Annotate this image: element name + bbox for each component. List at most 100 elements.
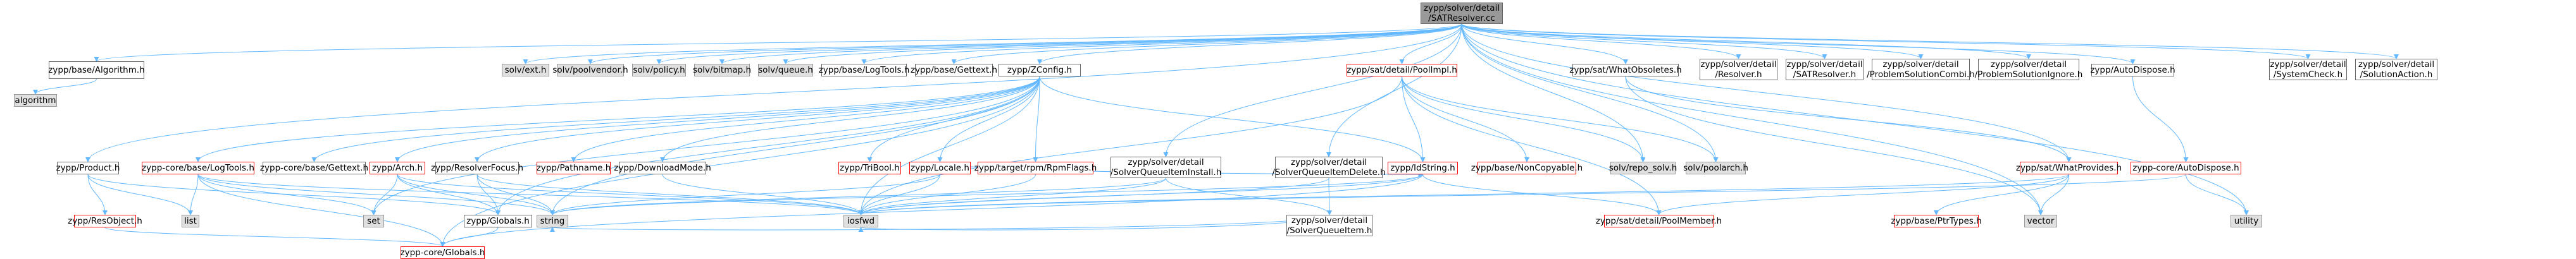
node-label: solv/ext.h xyxy=(504,65,547,75)
node-label: solv/poolarch.h xyxy=(1683,163,1748,173)
node-label: zypp/IdString.h xyxy=(1390,163,1455,173)
include-node-utility[interactable]: utility xyxy=(2231,215,2262,227)
include-node-core-logtools[interactable]: zypp-core/base/LogTools.h xyxy=(142,162,254,174)
include-node-iosfwd[interactable]: iosfwd xyxy=(843,215,878,227)
edge-root-to-gettext_base xyxy=(951,23,1462,64)
node-label: zypp/sat/detail/PoolMember.h xyxy=(1595,216,1722,226)
include-node-solv-policy[interactable]: solv/policy.h xyxy=(632,64,686,76)
include-node-poolmember[interactable]: zypp/sat/detail/PoolMember.h xyxy=(1596,215,1722,227)
node-label: zypp-core/Globals.h xyxy=(400,248,485,258)
include-node-list[interactable]: list xyxy=(182,215,199,227)
include-node-pathname[interactable]: zypp/Pathname.h xyxy=(537,162,611,174)
node-label: zypp/Globals.h xyxy=(466,216,530,226)
include-node-core-gettext[interactable]: zypp-core/base/Gettext.h xyxy=(260,162,368,174)
include-node-queueiteminstall[interactable]: zypp/solver/detail/SolverQueueItemInstal… xyxy=(1111,157,1221,178)
edge-poolimpl-to-poolmember xyxy=(1402,76,1662,215)
include-node-ptrtypes[interactable]: zypp/base/PtrTypes.h xyxy=(1891,215,1982,227)
include-node-arch[interactable]: zypp/Arch.h xyxy=(370,162,425,174)
include-node-set[interactable]: set xyxy=(363,215,384,227)
edge-resolverfocus-to-string xyxy=(476,174,555,215)
include-node-satresolver-h[interactable]: zypp/solver/detail/SATResolver.h xyxy=(1786,59,1864,80)
edge-zconfig-to-set xyxy=(371,76,1040,215)
include-node-solv-queue[interactable]: solv/queue.h xyxy=(758,64,813,76)
node-label: solv/queue.h xyxy=(758,65,813,75)
include-node-whatobsoletes[interactable]: zypp/sat/WhatObsoletes.h xyxy=(1569,64,1682,76)
edge-root-to-solvext xyxy=(523,23,1462,64)
edge-root-to-queueiteminstall xyxy=(1163,23,1462,157)
node-label: zypp/solver/detail xyxy=(1290,157,1367,167)
edge-zconfig-to-core_logtools xyxy=(196,76,1040,162)
include-node-algorithm-h[interactable]: zypp/base/Algorithm.h xyxy=(48,61,145,79)
node-label: vector xyxy=(2027,216,2055,226)
edge-root-to-queue xyxy=(783,23,1462,64)
edge-root-to-solutionaction xyxy=(1461,23,2399,59)
node-label: zypp/solver/detail xyxy=(1291,215,1368,226)
node-label: zypp/base/NonCopyable.h xyxy=(1471,163,1583,173)
include-node-queueitem[interactable]: zypp/solver/detail/SolverQueueItem.h xyxy=(1286,215,1372,236)
edge-whatprovides-to-iosfwd xyxy=(858,174,2069,215)
include-node-vector[interactable]: vector xyxy=(2024,215,2057,227)
node-label: zypp/solver/detail xyxy=(1700,59,1777,69)
include-node-product[interactable]: zypp/Product.h xyxy=(56,162,120,174)
edge-core_autodispose-to-utility xyxy=(2186,174,2249,215)
edge-poolimpl-to-poolarch xyxy=(1402,76,1719,162)
node-label: zypp/base/PtrTypes.h xyxy=(1891,216,1982,226)
edge-zconfig-to-string xyxy=(550,76,1040,215)
include-node-whatprovides[interactable]: zypp/sat/WhatProvides.h xyxy=(2016,162,2122,174)
edge-whatprovides-to-poolmember xyxy=(1656,174,2069,215)
edge-root-to-policy xyxy=(656,23,1462,64)
include-node-autodispose[interactable]: zypp/AutoDispose.h xyxy=(2090,64,2175,76)
edge-autodispose-to-core_autodispose xyxy=(2132,76,2189,162)
include-node-systemcheck[interactable]: zypp/solver/detail/SystemCheck.h xyxy=(2269,59,2347,80)
node-label: zypp/DownloadMode.h xyxy=(614,163,711,173)
include-node-globals[interactable]: zypp/Globals.h xyxy=(464,215,532,227)
edge-downloadmode-to-iosfwd xyxy=(662,174,864,215)
include-node-rpmflags[interactable]: zypp/target/rpm/RpmFlags.h xyxy=(974,162,1097,174)
include-node-idstring[interactable]: zypp/IdString.h xyxy=(1388,162,1458,174)
include-node-downloadmode[interactable]: zypp/DownloadMode.h xyxy=(614,162,711,174)
edge-root-to-whatobsoletes xyxy=(1461,23,1628,64)
include-node-noncopyable[interactable]: zypp/base/NonCopyable.h xyxy=(1471,162,1583,174)
include-node-solv-ext[interactable]: solv/ext.h xyxy=(502,64,549,76)
node-label: algorithm xyxy=(15,95,56,105)
include-node-algorithm[interactable]: algorithm xyxy=(14,94,57,107)
edge-root-to-vector xyxy=(1461,23,2043,215)
edge-root-to-problemsolutionignore xyxy=(1461,23,2031,59)
edge-root-to-bitmap xyxy=(719,23,1462,64)
include-node-problemsolutioncombi[interactable]: zypp/solver/detail/ProblemSolutionCombi.… xyxy=(1867,59,1975,80)
edge-arch-to-globals xyxy=(397,174,501,215)
edge-queueiteminstall-to-string xyxy=(550,178,1166,215)
include-node-solv-poolvendor[interactable]: solv/poolvendor.h xyxy=(552,64,628,76)
edge-root-to-reposolv xyxy=(1461,23,1646,162)
include-node-problemsolutionignore[interactable]: zypp/solver/detail/ProblemSolutionIgnore… xyxy=(1975,59,2082,80)
include-node-resobject[interactable]: zypp/ResObject.h xyxy=(68,215,142,227)
node-label: zypp/ResObject.h xyxy=(68,216,142,226)
include-node-core-globals[interactable]: zypp-core/Globals.h xyxy=(401,246,485,259)
edge-poolimpl-to-noncopyable xyxy=(1402,76,1529,162)
edge-idstring-to-poolmember xyxy=(1422,174,1662,215)
edge-zconfig-to-core_gettext xyxy=(311,76,1040,162)
include-node-base-logtools[interactable]: zypp/base/LogTools.h xyxy=(819,64,909,76)
include-node-string[interactable]: string xyxy=(537,215,568,227)
include-node-core-autodispose[interactable]: zypp-core/AutoDispose.h xyxy=(2131,162,2241,174)
include-node-solv-bitmap[interactable]: solv/bitmap.h xyxy=(693,64,751,76)
node-label: utility xyxy=(2234,216,2259,226)
edge-locale-to-iosfwd xyxy=(858,174,940,215)
include-node-solv-repo-solv[interactable]: solv/repo_solv.h xyxy=(1609,162,1677,174)
include-node-base-gettext[interactable]: zypp/base/Gettext.h xyxy=(911,64,997,76)
include-node-locale[interactable]: zypp/Locale.h xyxy=(909,162,971,174)
edge-locale-to-string xyxy=(550,174,940,215)
include-node-solv-poolarch[interactable]: solv/poolarch.h xyxy=(1683,162,1748,174)
include-node-queueitemdelete[interactable]: zypp/solver/detail/SolverQueueItemDelete… xyxy=(1272,157,1386,178)
edge-root-to-queueitemdelete xyxy=(1326,23,1462,157)
include-node-poolimpl[interactable]: zypp/sat/detail/PoolImpl.h xyxy=(1347,64,1457,76)
include-node-resolverfocus[interactable]: zypp/ResolverFocus.h xyxy=(431,162,523,174)
include-node-solutionaction[interactable]: zypp/solver/detail/SolutionAction.h xyxy=(2355,59,2437,80)
edge-root-to-whatprovides xyxy=(1461,23,2072,162)
include-node-zconfig[interactable]: zypp/ZConfig.h xyxy=(999,64,1081,76)
include-node-tribool[interactable]: zypp/TriBool.h xyxy=(838,162,901,174)
node-label: zypp/base/Gettext.h xyxy=(910,65,998,75)
include-node-resolver-h[interactable]: zypp/solver/detail/Resolver.h xyxy=(1700,59,1777,80)
node-label: zypp/target/rpm/RpmFlags.h xyxy=(974,163,1097,173)
edge-resolverfocus-to-globals xyxy=(476,174,501,215)
